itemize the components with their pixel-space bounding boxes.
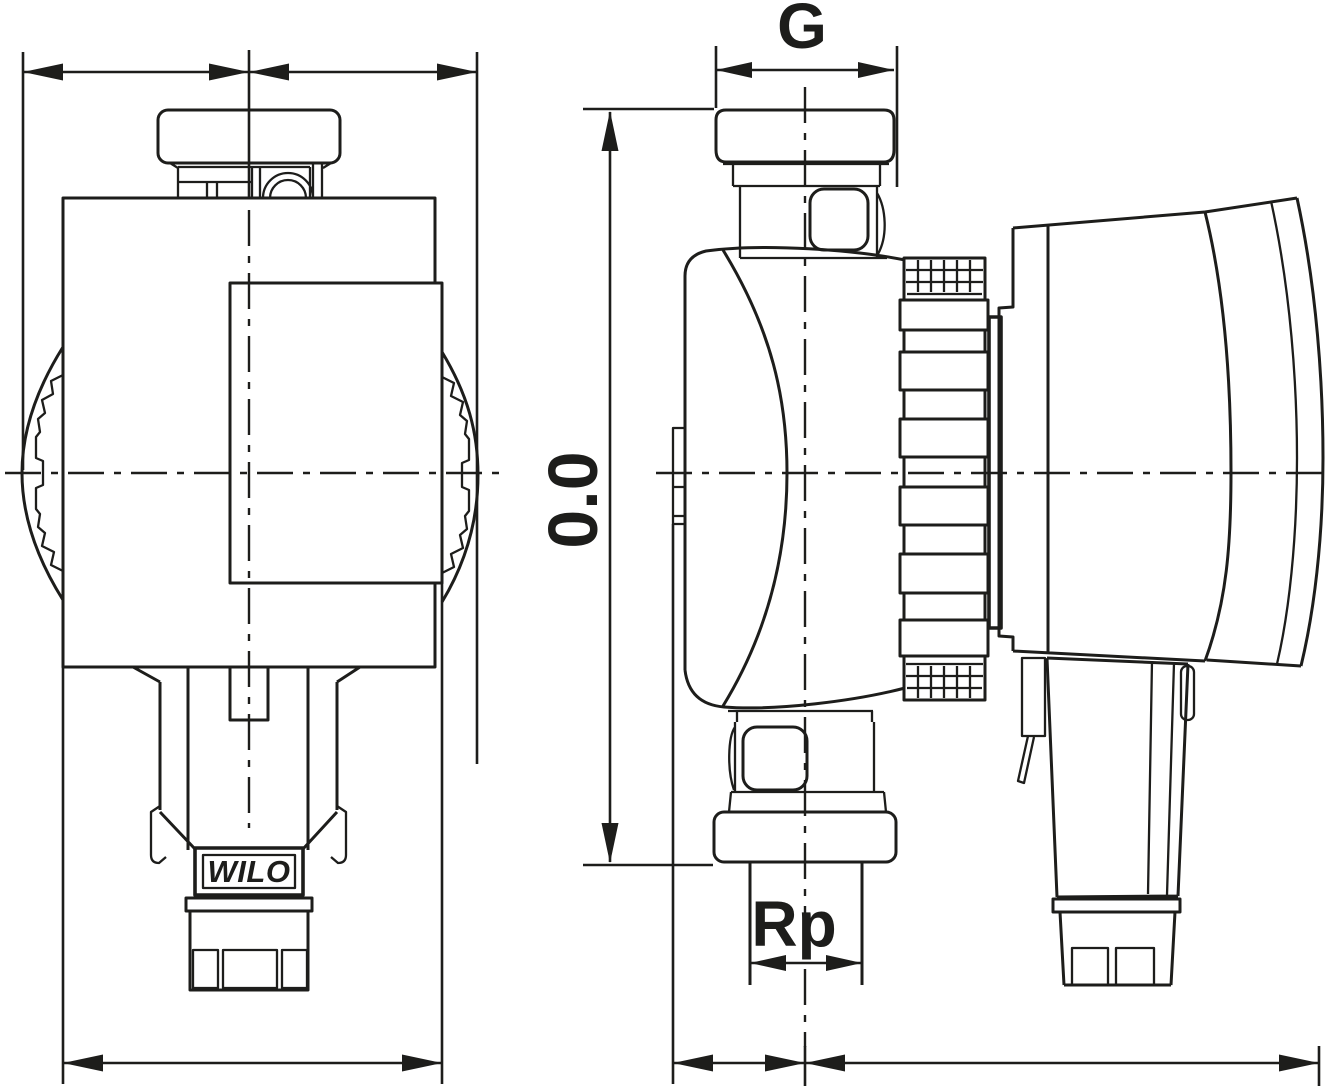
motor-flange-band xyxy=(987,315,1003,630)
side-terminal-box-contours xyxy=(1146,660,1176,896)
cable-clip xyxy=(1020,656,1047,738)
g-thread-dimension: G xyxy=(714,0,899,187)
height-extension-lines xyxy=(583,107,714,867)
side-bottom-extension-lines xyxy=(671,524,1321,1086)
side-motor-housing xyxy=(997,210,1206,663)
motor-endcap-joint-curve xyxy=(1203,211,1233,662)
side-volute-tab xyxy=(671,426,686,526)
knurled-ring-top-chamfer xyxy=(906,260,983,296)
side-lower-nut-neck xyxy=(727,709,888,813)
wilo-nameplate-inner-frame xyxy=(201,853,297,890)
knurled-ring-bottom-chamfer xyxy=(906,662,983,698)
g-extension-lines xyxy=(714,46,899,187)
right-coupling-teeth xyxy=(441,375,471,575)
side-terminal-compartments xyxy=(1070,946,1156,987)
side-volute-outline xyxy=(683,246,906,710)
rp-thread-dimension: Rp xyxy=(750,888,862,971)
front-bottom-extension-lines xyxy=(61,583,444,1084)
wilo-logo-text: WILO xyxy=(208,854,291,889)
height-label: 0.0 xyxy=(534,451,612,548)
side-lower-nut-wrench-flat xyxy=(741,725,809,792)
g-dimension-arrows xyxy=(716,62,894,78)
front-terminal-compartments xyxy=(191,948,309,990)
front-top-dimension-arrows xyxy=(23,63,477,81)
dimensions: G 0.0 Rp xyxy=(21,0,1321,1086)
side-end-cap xyxy=(1204,196,1325,668)
g-thread-label: G xyxy=(777,0,827,62)
front-bottom-dimension-arrows xyxy=(63,1054,442,1072)
front-top-extension-lines xyxy=(21,50,479,764)
rp-dimension-arrows xyxy=(750,955,862,971)
front-top-width-dimension xyxy=(21,50,479,764)
center-lines xyxy=(5,87,1326,1047)
side-terminal-box xyxy=(1045,656,1190,899)
knurled-ring xyxy=(902,256,987,702)
wilo-nameplate xyxy=(193,846,305,897)
left-coupling-teeth xyxy=(34,373,64,573)
side-terminal-flange xyxy=(1051,897,1182,914)
side-terminal-box-tab xyxy=(1179,664,1196,722)
side-bottom-length-dimension xyxy=(671,524,1321,1086)
side-end-cap-contour xyxy=(1269,200,1299,665)
height-dimension: 0.0 xyxy=(534,107,714,867)
rp-thread-label: Rp xyxy=(751,888,836,960)
side-lower-pipe-stub xyxy=(748,862,864,985)
front-control-module xyxy=(228,281,444,585)
cable-clip-tail xyxy=(1016,735,1036,785)
side-bottom-dimension-arrows xyxy=(673,1054,1319,1072)
front-vent-neck-details xyxy=(169,162,332,199)
front-bottom-width-dimension xyxy=(61,583,444,1084)
front-motor-clips xyxy=(149,805,348,865)
